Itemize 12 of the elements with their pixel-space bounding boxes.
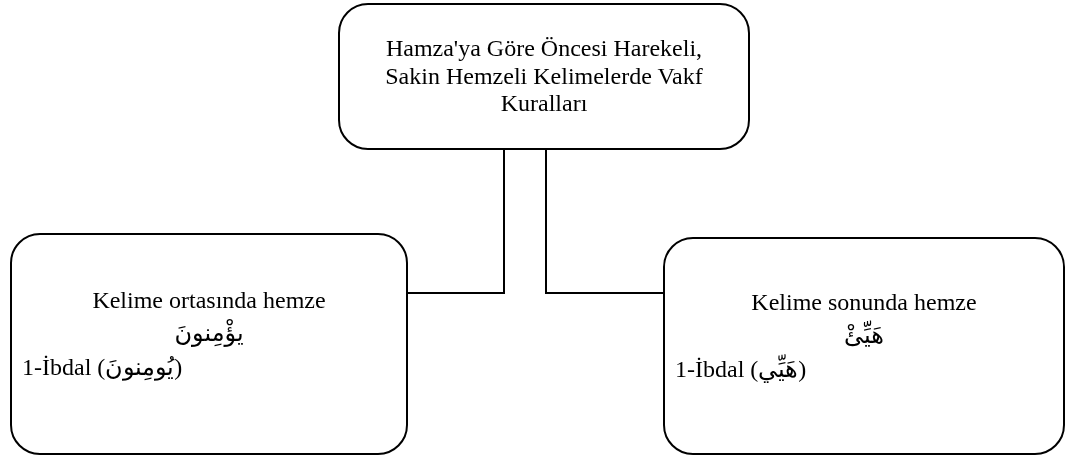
list-item: 1-İbdal (يُومِنونَ) — [22, 353, 184, 382]
connector-line — [545, 149, 664, 294]
rounded-box — [663, 237, 1065, 455]
box-title: Hamza'ya Göre Öncesi Harekeli, Sakin Hemzeli Kelimelerde Vakf Kuralları — [384, 35, 704, 118]
connector-line — [407, 149, 505, 294]
box-heading: Kelime ortasında hemze — [91, 286, 327, 315]
rounded-box — [10, 233, 408, 455]
list-item: 1-İbdal (هَيِّي) — [675, 355, 808, 384]
arabic-word: يؤْمِنونَ — [173, 320, 245, 348]
arabic-word: هَيِّئْ — [843, 322, 885, 350]
box-heading: Kelime sonunda hemze — [750, 288, 978, 317]
rounded-box — [338, 3, 750, 150]
